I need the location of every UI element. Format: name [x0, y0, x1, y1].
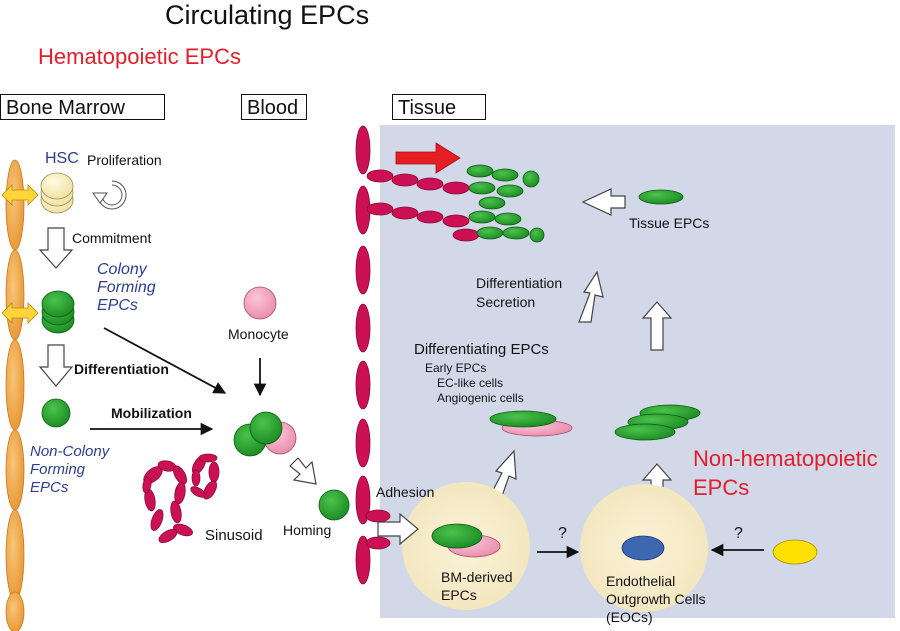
non-colony-forming-epc — [41, 398, 71, 428]
adhesion-label: Adhesion — [376, 484, 435, 500]
commitment-label: Commitment — [72, 230, 152, 246]
differentiating-epcs-label: Differentiating EPCs — [414, 341, 549, 358]
page-title: Circulating EPCs — [165, 0, 370, 30]
question-mark-left: ? — [558, 525, 567, 542]
colony-forming-label-line-2: Forming — [97, 279, 156, 296]
stacked-endothelial-cells — [614, 404, 701, 441]
eoc-label-line-1: Endothelial — [606, 573, 676, 589]
bm-derived-label-line-2: EPCs — [441, 587, 477, 603]
sinusoid — [142, 453, 220, 544]
hollow-arrow-icon — [38, 344, 74, 387]
differentiating-list-item-2: EC-like cells — [437, 376, 504, 390]
hollow-arrow-icon — [377, 512, 419, 546]
non-hematopoietic-heading-line-2: EPCs — [693, 475, 750, 500]
hsc-cell-stack — [40, 172, 74, 214]
hsc-label: HSC — [45, 150, 79, 167]
colony-forming-label-line-3: EPCs — [97, 297, 138, 314]
hematopoietic-heading: Hematopoietic EPCs — [38, 44, 241, 69]
blood-box: Blood — [241, 94, 307, 120]
homing-cell — [318, 489, 350, 521]
bone-marrow-box: Bone Marrow — [0, 94, 165, 120]
hollow-arrow-icon — [289, 457, 317, 485]
new-vessel-cells — [366, 164, 545, 243]
tissue-box: Tissue — [392, 94, 486, 120]
question-mark-right: ? — [734, 525, 743, 542]
bm-derived-epc-cell — [431, 523, 501, 558]
tissue-epcs-label: Tissue EPCs — [629, 215, 710, 231]
non-colony-forming-label-line-3: EPCs — [30, 479, 69, 496]
tissue-epc-cell — [638, 189, 684, 205]
differentiating-list-item-1: Early EPCs — [425, 361, 487, 375]
non-colony-forming-label-line-2: Forming — [30, 461, 86, 478]
circular-arrow-icon — [92, 180, 127, 210]
differentiating-list-item-3: Angiogenic cells — [437, 391, 524, 405]
eoc-label-line-2: Outgrowth Cells — [606, 591, 706, 607]
diff-secretion-label-line-2: Secretion — [476, 294, 536, 310]
diff-secretion-label-line-1: Differentiation — [476, 275, 563, 291]
yellow-cell — [772, 539, 818, 565]
hollow-arrow-icon — [581, 188, 626, 216]
non-colony-forming-label-line-1: Non-Colony — [30, 443, 110, 460]
hollow-arrow-icon — [38, 227, 74, 269]
solid-arrow-icon — [395, 142, 461, 174]
differentiating-epc-cluster — [489, 410, 573, 437]
colony-forming-label-line-1: Colony — [97, 261, 147, 278]
homing-label: Homing — [283, 522, 332, 538]
double-headed-arrow-icon — [1, 184, 39, 206]
eoc-label-line-3: (EOCs) — [606, 609, 653, 625]
sinusoid-label: Sinusoid — [205, 527, 263, 544]
colony-forming-epc-stack — [41, 290, 75, 334]
bone-marrow-boundary — [5, 159, 25, 631]
blood-cell-cluster — [233, 411, 297, 457]
vessel-wall — [355, 125, 371, 585]
hollow-arrow-icon — [641, 301, 673, 351]
mobilization-label: Mobilization — [111, 405, 192, 421]
double-headed-arrow-icon — [1, 302, 39, 324]
monocyte-label: Monocyte — [228, 326, 289, 342]
adhesion-cells — [365, 509, 391, 550]
monocyte-cell — [243, 286, 277, 320]
non-hematopoietic-heading-line-1: Non-hematopoietic — [693, 446, 878, 471]
eoc-cell — [621, 535, 665, 561]
arrow-colony-to-blood — [103, 327, 227, 394]
differentiation-label: Differentiation — [74, 361, 169, 377]
hollow-arrow-icon — [578, 270, 604, 323]
bm-derived-label-line-1: BM-derived — [441, 569, 513, 585]
proliferation-label: Proliferation — [87, 152, 162, 168]
